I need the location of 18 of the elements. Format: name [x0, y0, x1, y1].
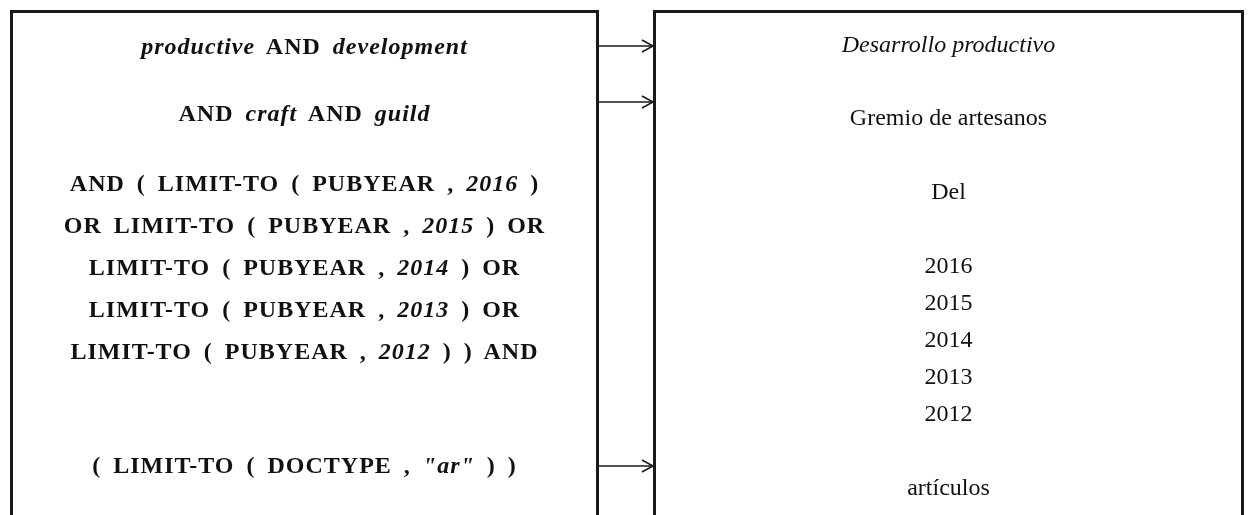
term-text: 2015	[924, 288, 973, 317]
arrow	[598, 95, 654, 109]
term-text: 2014	[924, 325, 973, 354]
term-text: 2016	[924, 251, 973, 280]
term-text: 2012	[924, 399, 973, 428]
query-text: AND ( LIMIT-TO ( PUBYEAR , 2016 ) OR LIMIT-TO ( PUBYEAR , 2015 ) OR LIMIT-TO ( PUBYEAR , 2014 ) OR LIMIT-TO ( PUBYEAR , 2013 ) OR LIMIT-TO ( PUBYEAR , 2012 ) ) AND	[62, 169, 547, 366]
term-text: Desarrollo productivo	[841, 30, 1056, 59]
query-text: ( LIMIT-TO ( DOCTYPE , "ar" ) )	[92, 451, 517, 480]
term-text: artículos	[907, 473, 990, 502]
term-text: 2013	[924, 362, 973, 391]
query-text: AND craft AND guild	[178, 99, 431, 128]
term-text: Gremio de artesanos	[849, 103, 1048, 132]
arrow	[598, 459, 654, 473]
arrow	[598, 39, 654, 53]
query-text: productive AND development	[141, 32, 468, 61]
term-text: Del	[931, 177, 966, 206]
rectangle-frame	[10, 10, 599, 515]
rectangle-frame	[653, 10, 1244, 515]
